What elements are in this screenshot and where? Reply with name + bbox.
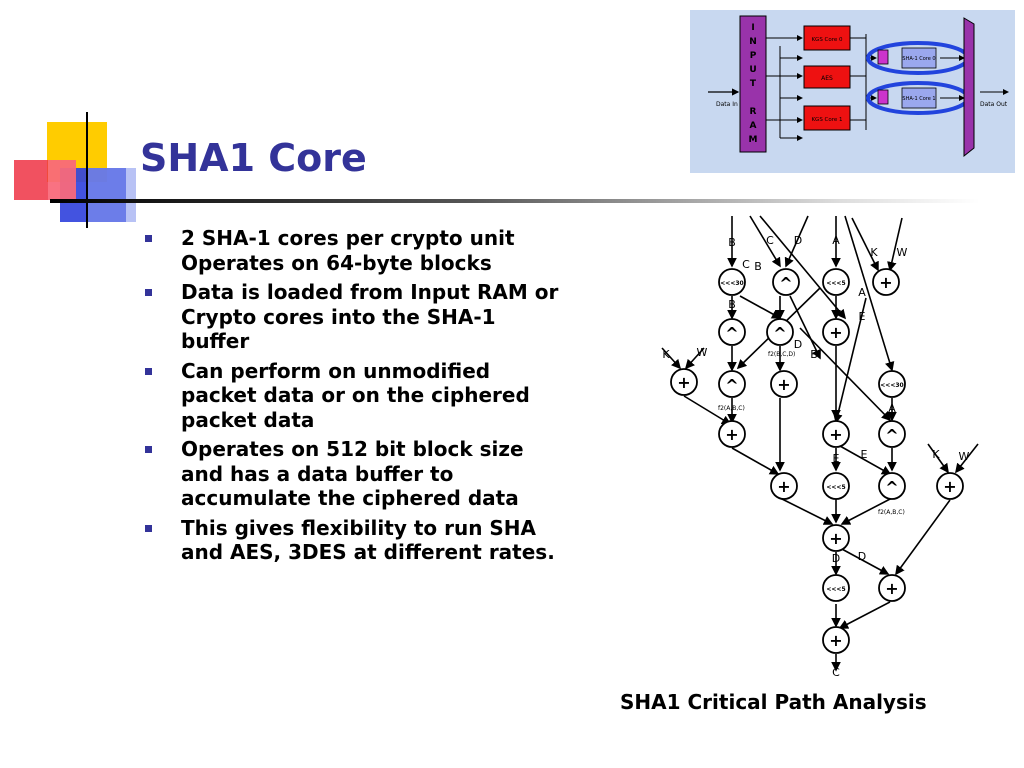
bullet-list: 2 SHA-1 cores per crypto unit Operates o… <box>145 226 565 570</box>
signal-label: E <box>833 452 840 465</box>
function-label: f2(A,B,C) <box>878 509 905 516</box>
bullet-item: Data is loaded from Input RAM or Crypto … <box>145 280 565 354</box>
input-label: W <box>697 346 708 359</box>
op-plus-label: + <box>829 631 842 650</box>
title-divider <box>50 199 980 203</box>
op-plus-label: + <box>725 425 738 444</box>
input-label: W <box>959 450 970 463</box>
bullet-square-icon <box>145 367 152 375</box>
input-label: A <box>832 234 840 247</box>
bullet-item: 2 SHA-1 cores per crypto unit Operates o… <box>145 226 565 275</box>
sha-core-label: SHA-1 Core 0 <box>902 56 935 62</box>
op-xor-label: ^ <box>725 324 738 343</box>
op-plus-label: + <box>829 529 842 548</box>
bullet-text: This gives flexibility to run SHA and AE… <box>181 515 555 565</box>
op-xor-label: ^ <box>725 376 738 395</box>
signal-label: D <box>832 552 840 565</box>
signal-label: E <box>861 448 868 461</box>
op-rot-label: <<<5 <box>826 280 845 287</box>
input-label: K <box>870 246 878 259</box>
bullet-square-icon <box>145 289 152 296</box>
bullet-square-icon <box>145 235 152 242</box>
kgs-core-1-block <box>803 105 851 131</box>
op-plus-label: + <box>829 323 842 342</box>
input-label: D <box>794 234 802 247</box>
function-label: f2(A,B,C) <box>718 405 745 412</box>
input-label: C <box>766 234 774 247</box>
sha1-critical-path-diagram: <<<30 ^ <<<5 + ^ ^ + + ^ + <<<30 + + ^ +… <box>661 215 979 678</box>
crypto-unit-block-diagram: Data In I N P U T R A M KGS Core 0 AES K… <box>690 10 1015 173</box>
op-plus-label: + <box>879 273 892 292</box>
op-plus-label: + <box>829 425 842 444</box>
input-label: W <box>897 246 908 259</box>
bullet-item: Operates on 512 bit block size and has a… <box>145 437 565 511</box>
op-rot-label: <<<5 <box>826 484 845 491</box>
bullet-item: Can perform on unmodified packet data or… <box>145 359 565 433</box>
input-label: K <box>932 448 940 461</box>
op-rot-label: <<<30 <box>880 382 903 389</box>
signal-label: C <box>742 258 750 271</box>
op-xor-label: ^ <box>885 426 898 445</box>
slide-logo <box>14 112 140 228</box>
ram-letter: A <box>750 121 757 131</box>
ram-letter: R <box>750 107 757 117</box>
ram-letter: P <box>750 51 757 61</box>
input-ram-block <box>739 15 767 153</box>
block-label: KGS Core 0 <box>811 37 843 43</box>
kgs-core-0-block <box>803 25 851 51</box>
slide-title: SHA1 Core <box>140 136 367 180</box>
bullet-square-icon <box>145 524 152 532</box>
figure-caption: SHA1 Critical Path Analysis <box>620 690 927 714</box>
output-mux <box>963 17 975 158</box>
ram-letter: N <box>749 37 757 47</box>
input-label: B <box>728 236 736 249</box>
input-label: K <box>662 348 670 361</box>
op-plus-label: + <box>677 373 690 392</box>
aes-block <box>803 65 851 89</box>
ram-letter: T <box>750 79 757 89</box>
block-label: KGS Core 1 <box>811 117 842 123</box>
ram-letter: M <box>749 135 758 145</box>
sha-core-label: SHA-1 Core 1 <box>902 96 935 102</box>
op-xor-label: ^ <box>885 478 898 497</box>
bullet-text: Data is loaded from Input RAM or Crypto … <box>181 280 559 353</box>
signal-label: D <box>794 338 802 351</box>
signal-label: A <box>888 402 896 415</box>
op-rot-label: <<<5 <box>826 586 845 593</box>
signal-label: E <box>859 310 866 323</box>
signal-label: B <box>728 298 736 311</box>
op-xor-label: ^ <box>773 324 786 343</box>
op-xor-label: ^ <box>779 274 792 293</box>
function-label: f2(B,C,D) <box>768 351 795 358</box>
op-rot-label: <<<30 <box>720 280 743 287</box>
signal-label: B <box>754 260 762 273</box>
data-in-label: Data In <box>716 101 738 108</box>
bullet-text: Can perform on unmodified packet data or… <box>181 358 530 432</box>
bullet-text: Operates on 512 bit block size and has a… <box>181 437 524 510</box>
block-label: AES <box>821 75 833 82</box>
bullet-item: This gives flexibility to run SHA and AE… <box>145 516 565 565</box>
signal-label: A <box>858 286 866 299</box>
signal-label: B <box>810 348 818 361</box>
op-plus-label: + <box>777 477 790 496</box>
bullet-square-icon <box>145 446 152 453</box>
op-plus-label: + <box>943 477 956 496</box>
signal-label: C <box>832 666 840 678</box>
ram-letter: I <box>751 23 754 33</box>
signal-label: D <box>858 550 866 563</box>
op-plus-label: + <box>777 375 790 394</box>
op-plus-label: + <box>885 579 898 598</box>
ram-letter: U <box>749 65 756 75</box>
data-out-label: Data Out <box>980 101 1008 108</box>
bullet-text: 2 SHA-1 cores per crypto unit Operates o… <box>181 226 515 275</box>
